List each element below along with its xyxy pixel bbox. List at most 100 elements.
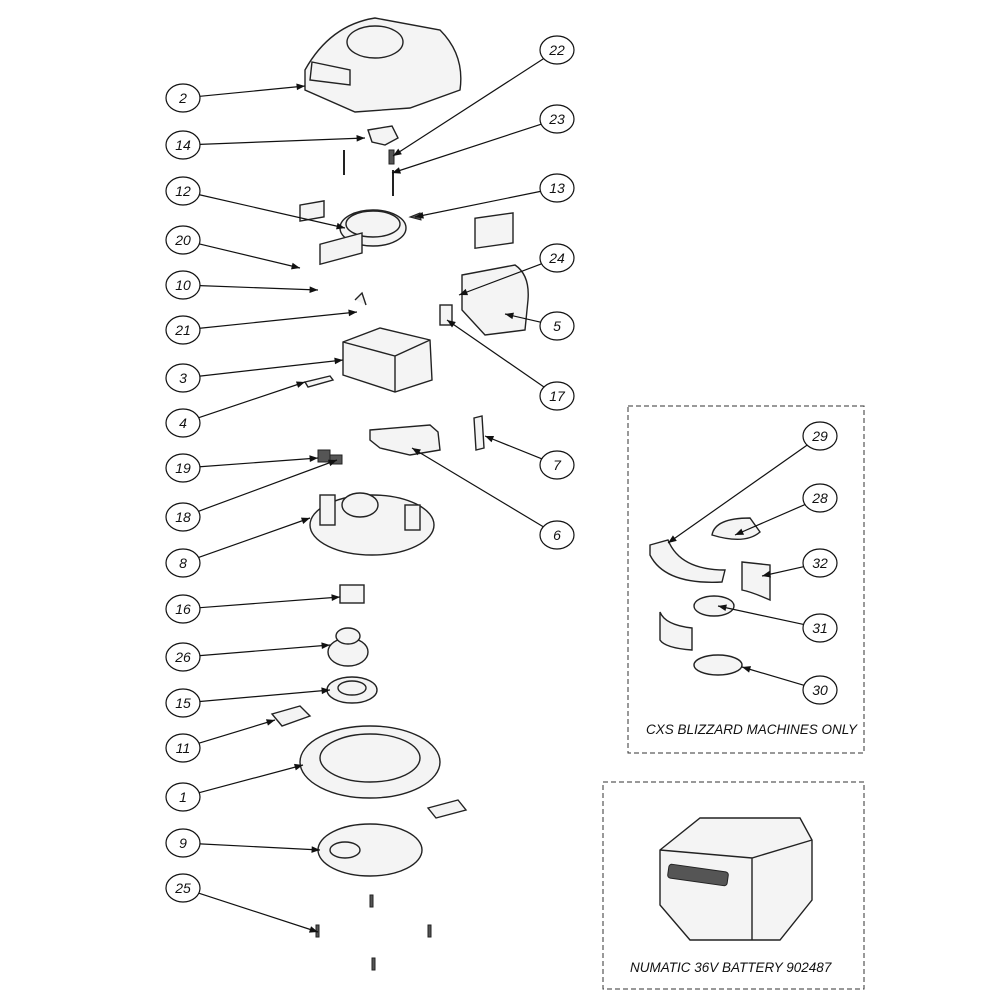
callout-8: 8: [165, 517, 311, 578]
part-4: [303, 375, 335, 388]
callout-bubble: [165, 315, 201, 345]
leader-line: [391, 123, 542, 174]
part-6: [369, 424, 441, 456]
leader-line: [199, 763, 304, 794]
callout-30: 30: [741, 666, 838, 705]
leader-line: [734, 503, 806, 536]
callout-24: 24: [458, 243, 575, 296]
callout-number: 10: [175, 277, 191, 293]
callout-number: 14: [175, 137, 191, 153]
callout-number: 9: [179, 835, 187, 851]
leader-line: [199, 285, 319, 294]
callout-number: 7: [553, 457, 562, 473]
callout-number: 8: [179, 555, 187, 571]
callout-bubble: [539, 243, 575, 273]
callout-3: 3: [165, 357, 344, 393]
leader-line: [199, 594, 341, 609]
leader-line: [741, 666, 805, 686]
callout-23: 23: [391, 104, 575, 174]
callout-bubble: [539, 311, 575, 341]
leader-line: [446, 319, 545, 388]
callout-21: 21: [165, 309, 358, 345]
blizzard-caption: CXS BLIZZARD MACHINES ONLY: [646, 722, 858, 737]
callout-18: 18: [165, 459, 338, 532]
callout-number: 21: [174, 322, 191, 338]
leader-line: [199, 357, 344, 377]
callout-number: 5: [553, 318, 561, 334]
leader-line: [198, 381, 306, 419]
callout-bubble: [539, 381, 575, 411]
leader-line: [458, 263, 542, 296]
callout-bubble: [802, 483, 838, 513]
part-28: [711, 517, 761, 540]
callout-bubble: [165, 270, 201, 300]
callout-bubble: [802, 548, 838, 578]
leader-line: [199, 642, 331, 657]
blizzard-inset-box: [627, 405, 865, 754]
leader-line: [199, 843, 321, 853]
callout-number: 4: [179, 415, 187, 431]
callout-12: 12: [165, 176, 346, 230]
callout-9: 9: [165, 828, 321, 858]
callout-number: 30: [812, 682, 828, 698]
callout-10: 10: [165, 270, 319, 300]
part-26-motor: [327, 627, 369, 667]
callout-number: 17: [549, 388, 566, 404]
callout-bubble: [802, 613, 838, 643]
callout-number: 16: [175, 601, 191, 617]
callout-17: 17: [446, 319, 575, 411]
callout-bubble: [165, 594, 201, 624]
callout-bubble: [802, 421, 838, 451]
leader-line: [199, 687, 331, 703]
callout-number: 32: [812, 555, 828, 571]
callout-bubble: [165, 176, 201, 206]
callout-number: 29: [811, 428, 828, 444]
callout-bubble: [539, 520, 575, 550]
leader-line: [667, 444, 808, 544]
part-8: [309, 492, 435, 556]
callout-bubble: [165, 363, 201, 393]
callout-14: 14: [165, 130, 366, 160]
callout-28: 28: [734, 483, 838, 536]
part-9: [317, 823, 423, 877]
part-3: [342, 327, 433, 393]
callout-bubble: [539, 104, 575, 134]
callouts: 2141220102134191881626151119252223132451…: [165, 35, 838, 933]
leader-line: [199, 243, 301, 270]
callout-number: 1: [179, 789, 187, 805]
leader-line: [504, 312, 541, 323]
callout-number: 18: [175, 509, 191, 525]
callout-number: 11: [176, 740, 191, 756]
callout-number: 6: [553, 527, 561, 543]
callout-bubble: [165, 873, 201, 903]
callout-number: 31: [812, 620, 828, 636]
callout-bubble: [165, 502, 201, 532]
part-1-base-ring: [299, 725, 441, 799]
callout-1: 1: [165, 763, 304, 812]
leader-line: [484, 435, 542, 460]
callout-bubble: [165, 408, 201, 438]
callout-19: 19: [165, 453, 319, 483]
callout-bubble: [165, 828, 201, 858]
callout-bubble: [165, 733, 201, 763]
leader-line: [411, 447, 544, 528]
part-30: [693, 654, 743, 676]
callout-number: 2: [178, 90, 187, 106]
callout-number: 3: [179, 370, 187, 386]
battery-inset-box: [602, 781, 865, 990]
callout-number: 20: [174, 232, 191, 248]
callout-22: 22: [392, 35, 575, 157]
leader-line: [198, 517, 311, 559]
callout-bubble: [165, 453, 201, 483]
callout-bubble: [165, 642, 201, 672]
callout-number: 24: [548, 250, 565, 266]
callout-number: 13: [549, 180, 565, 196]
part-11: [270, 705, 312, 727]
part-20: [299, 200, 325, 222]
part-31: [693, 595, 735, 617]
part-16: [339, 584, 365, 604]
callout-number: 25: [174, 880, 191, 896]
part-14: [367, 125, 399, 146]
callout-7: 7: [484, 435, 575, 480]
